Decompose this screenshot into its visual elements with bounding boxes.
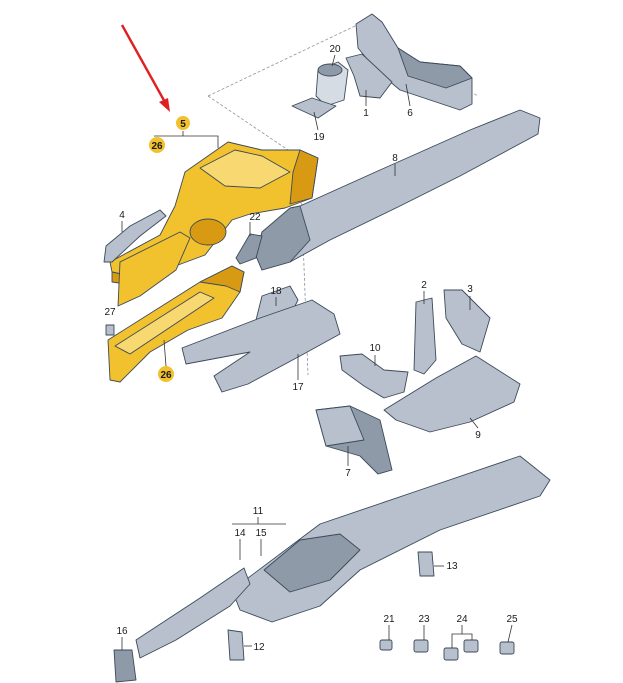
label-2: 2 (421, 280, 427, 291)
part-4-plate[interactable] (103, 209, 167, 263)
part-8-sill-member[interactable] (255, 109, 541, 271)
part-26-longitudinal-member-highlighted[interactable] (107, 265, 245, 383)
label-23: 23 (418, 614, 430, 625)
svg-text:5: 5 (180, 119, 186, 130)
part-19-gasket[interactable] (291, 97, 337, 119)
label-20: 20 (329, 44, 341, 55)
label-19: 19 (313, 132, 325, 143)
part-9-floor-panel[interactable] (383, 355, 521, 433)
part-17-member[interactable] (181, 299, 341, 393)
svg-text:26: 26 (151, 141, 163, 152)
part-16-bracket[interactable] (113, 649, 137, 683)
callout-26-bottom[interactable]: 26 (158, 339, 174, 382)
part-25-screw[interactable] (499, 641, 515, 655)
callout-5[interactable]: 5 (154, 116, 219, 148)
part-2-bracket[interactable] (413, 297, 437, 375)
part-21-nut[interactable] (379, 639, 393, 651)
label-21: 21 (383, 614, 395, 625)
label-18: 18 (270, 286, 282, 297)
svg-text:26: 26 (160, 370, 172, 381)
part-20-dome[interactable] (315, 61, 349, 107)
part-24-bolts[interactable] (443, 639, 479, 661)
label-13: 13 (446, 561, 458, 572)
label-11: 11 (253, 506, 264, 517)
label-17: 17 (292, 382, 304, 393)
label-3: 3 (467, 284, 473, 295)
label-1: 1 (363, 108, 369, 119)
label-8: 8 (392, 153, 398, 164)
part-11-floor-assembly[interactable] (231, 455, 551, 623)
part-10-bracket[interactable] (339, 353, 409, 399)
label-4: 4 (119, 210, 125, 221)
label-6: 6 (407, 108, 413, 119)
label-27: 27 (104, 307, 116, 318)
label-22: 22 (249, 212, 261, 223)
label-14: 14 (234, 528, 246, 539)
part-26-upper-member-highlighted[interactable] (117, 231, 191, 307)
label-24: 24 (456, 614, 468, 625)
part-1-bracket[interactable] (345, 53, 393, 99)
label-9: 9 (475, 430, 481, 441)
callout-26-top[interactable]: 26 (149, 137, 165, 153)
label-12: 12 (253, 642, 265, 653)
fasteners (379, 639, 515, 661)
label-10: 10 (369, 343, 381, 354)
part-12-plate[interactable] (227, 629, 245, 661)
pointer-arrow (120, 24, 170, 112)
part-6-upper-rail[interactable] (355, 13, 473, 111)
part-27-clip[interactable] (105, 324, 115, 336)
label-15: 15 (255, 528, 267, 539)
part-14-rail[interactable] (135, 567, 251, 659)
label-7: 7 (345, 468, 351, 479)
label-16: 16 (116, 626, 128, 637)
part-3-bracket[interactable] (443, 289, 491, 353)
part-7-panel[interactable] (315, 405, 393, 475)
part-13-plate[interactable] (417, 551, 435, 577)
label-25: 25 (506, 614, 518, 625)
part-23-bolt[interactable] (413, 639, 429, 653)
part-22-bracket[interactable] (235, 233, 263, 265)
